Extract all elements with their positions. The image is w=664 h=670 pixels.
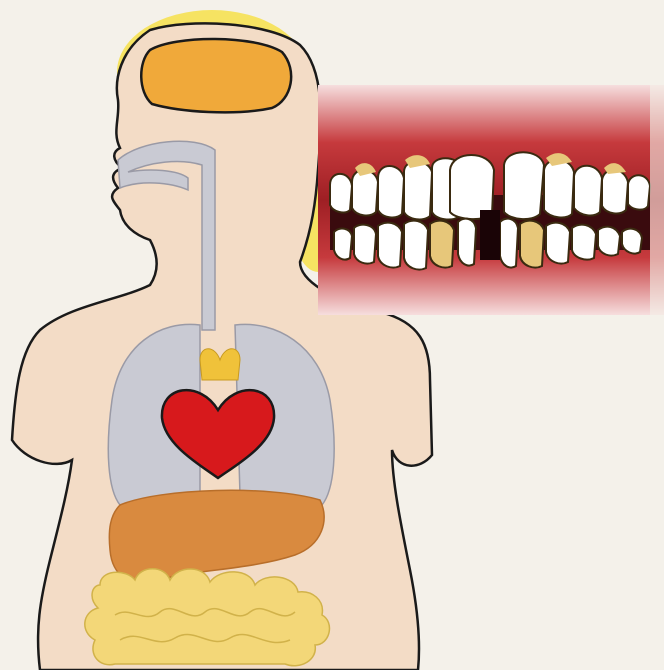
upper-tooth-4	[404, 162, 432, 220]
brain-icon	[141, 39, 291, 112]
upper-tooth-8	[544, 160, 574, 218]
right-edge	[650, 0, 664, 670]
lower-tooth-6	[458, 219, 476, 266]
lower-tooth-10	[572, 225, 596, 260]
upper-tooth-11	[628, 175, 650, 209]
upper-tooth-1	[330, 174, 352, 213]
lower-tooth-1	[334, 229, 352, 260]
lower-tooth-9	[546, 223, 570, 264]
lower-tooth-8	[520, 221, 544, 268]
upper-tooth-6	[450, 155, 494, 219]
lower-tooth-3	[378, 223, 402, 268]
lower-tooth-11	[598, 227, 620, 256]
lower-tooth-2	[354, 225, 376, 264]
upper-tooth-2	[352, 170, 378, 215]
lower-tooth-12	[622, 229, 642, 254]
upper-tooth-10	[602, 170, 628, 214]
lower-tooth-7	[500, 219, 518, 268]
lower-tooth-5	[430, 221, 454, 268]
intestines-icon	[85, 569, 330, 666]
tooth-gap	[480, 210, 500, 260]
upper-tooth-7	[504, 152, 544, 219]
lower-tooth-4	[404, 221, 428, 270]
upper-tooth-3	[378, 166, 404, 217]
upper-tooth-9	[574, 166, 602, 216]
